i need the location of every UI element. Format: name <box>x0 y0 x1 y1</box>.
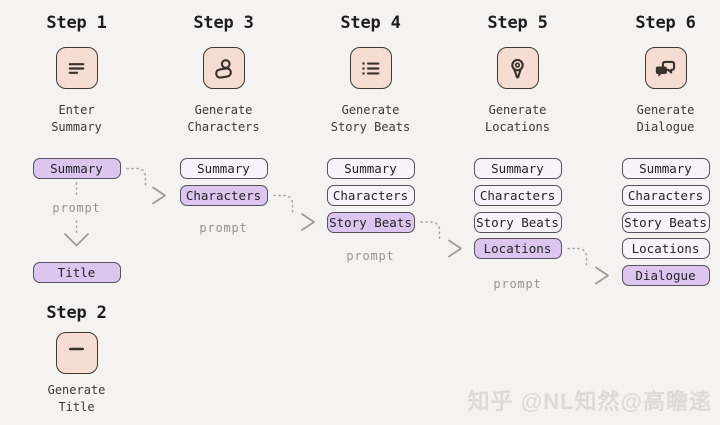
box-locations: Locations <box>621 238 710 259</box>
step-2-title: Step 2 <box>46 303 107 323</box>
box-summary: Summary <box>179 158 268 179</box>
prompt-label: prompt <box>493 277 542 291</box>
step-5-caption: Generate Locations <box>446 102 590 135</box>
step-5-section: Step 5 Generate Locations Summary Charac… <box>446 0 590 425</box>
step-1-section: Step 1 Enter Summary Summary prompt Titl… <box>5 0 149 425</box>
prompt-label: prompt <box>52 201 101 215</box>
box-dialogue: Dialogue <box>621 265 710 286</box>
title-line-icon <box>55 332 98 374</box>
caption-line: Dialogue <box>636 119 695 134</box>
caption-line: Generate <box>194 103 253 117</box>
box-locations: Locations <box>473 238 562 259</box>
caption-line: Locations <box>484 119 551 134</box>
list-icon <box>349 47 392 89</box>
prompt-label: prompt <box>199 221 248 235</box>
caption-line: Generate <box>47 383 106 397</box>
caption-line: Characters <box>187 119 260 134</box>
box-title: Title <box>32 262 121 283</box>
box-story-beats: Story Beats <box>473 212 562 233</box>
prompt-label: prompt <box>346 249 395 263</box>
location-pin-icon <box>496 47 539 89</box>
box-summary: Summary <box>326 158 415 179</box>
box-characters: Characters <box>473 185 562 206</box>
zhihu-watermark: 知乎 @NL知然@高瞻逺 <box>467 389 712 414</box>
step-6-caption: Generate Dialogue <box>594 102 720 135</box>
caption-line: Generate <box>636 103 695 117</box>
box-summary: Summary <box>32 158 121 179</box>
document-lines-icon <box>55 47 98 89</box>
box-summary: Summary <box>621 158 710 179</box>
caption-line: Generate <box>488 103 547 117</box>
caption-line: Title <box>58 399 95 414</box>
box-story-beats: Story Beats <box>326 212 415 233</box>
step-1-title: Step 1 <box>46 13 107 33</box>
person-icon <box>202 47 245 89</box>
step-6-section: Step 6 Generate Dialogue Summary Charact… <box>594 0 720 425</box>
caption-line: Enter <box>58 103 95 117</box>
box-characters: Characters <box>179 185 268 206</box>
box-story-beats: Story Beats <box>621 212 710 233</box>
step-3-section: Step 3 Generate Characters Summary Chara… <box>152 0 296 425</box>
step-3-title: Step 3 <box>193 13 254 33</box>
caption-line: Story Beats <box>330 119 411 134</box>
caption-line: Summary <box>51 119 102 134</box>
step-1-caption: Enter Summary <box>5 102 149 135</box>
step-4-section: Step 4 Generate Story Beats Summary Char… <box>299 0 443 425</box>
box-characters: Characters <box>621 185 710 206</box>
dialogue-bubbles-icon <box>644 47 687 89</box>
step-2-caption: Generate Title <box>5 382 149 415</box>
step-4-caption: Generate Story Beats <box>299 102 443 135</box>
box-characters: Characters <box>326 185 415 206</box>
box-summary: Summary <box>473 158 562 179</box>
step-5-title: Step 5 <box>487 13 548 33</box>
step-4-title: Step 4 <box>340 13 401 33</box>
step-6-title: Step 6 <box>635 13 696 33</box>
caption-line: Generate <box>341 103 400 117</box>
step-3-caption: Generate Characters <box>152 102 296 135</box>
